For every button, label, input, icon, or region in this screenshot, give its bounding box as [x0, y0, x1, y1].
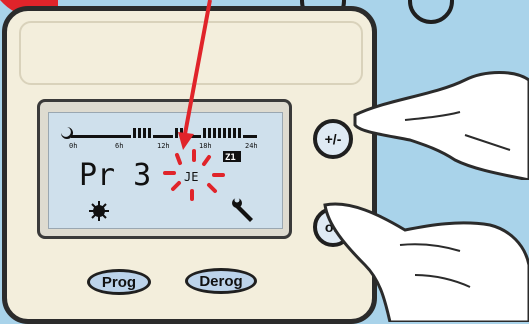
lcd-screen: 0h 6h 12h 18h 24h Pr 3	[48, 112, 283, 229]
moon-icon	[61, 127, 73, 139]
sun-icon	[89, 201, 109, 221]
thermostat-device: 0h 6h 12h 18h 24h Pr 3	[2, 6, 377, 324]
plus-minus-button[interactable]: +/-	[313, 119, 353, 159]
hour-label-18: 18h	[199, 142, 212, 150]
program-text: Pr 3	[79, 158, 151, 193]
blink-rays-icon	[163, 149, 225, 201]
zone-badge: Z1	[225, 153, 236, 163]
plus-minus-label: +/-	[324, 131, 342, 147]
device-top-panel	[19, 21, 363, 85]
day-text: JE	[184, 170, 198, 184]
zone-badge-bg	[223, 151, 241, 162]
upper-hand-pointing	[353, 71, 529, 180]
derog-button-label: Derog	[199, 272, 243, 290]
derog-button[interactable]: Derog	[185, 268, 257, 294]
prog-button-label: Prog	[101, 273, 137, 291]
lcd-frame: 0h 6h 12h 18h 24h Pr 3	[37, 99, 292, 239]
hour-label-0: 0h	[69, 142, 77, 150]
wrench-icon	[232, 197, 253, 222]
hour-label-12: 12h	[157, 142, 170, 150]
hour-label-6: 6h	[115, 142, 123, 150]
lower-hand-pointing	[323, 202, 529, 322]
prog-button[interactable]: Prog	[87, 269, 151, 295]
hour-label-24: 24h	[245, 142, 258, 150]
